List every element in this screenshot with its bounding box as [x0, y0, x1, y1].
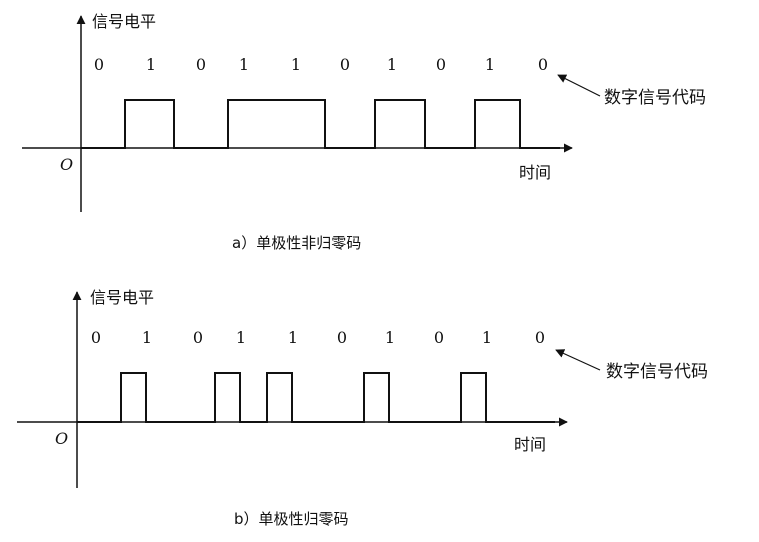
- y-axis-label: 信号电平: [90, 288, 154, 307]
- bit-label: 1: [236, 328, 246, 347]
- waveform-nrz: [81, 99, 560, 149]
- bit-label: 0: [434, 328, 444, 347]
- panel-rz: 信号电平 时间 O 0 1 0 1 1 0 1 0 1 0 数字信号代码 b）单极性归零码: [17, 288, 708, 528]
- bit-label: 1: [142, 328, 152, 347]
- origin-label: O: [60, 155, 73, 174]
- caption: a）单极性非归零码: [232, 234, 361, 252]
- bit-label: 1: [485, 55, 495, 74]
- code-label: 数字信号代码: [604, 88, 706, 108]
- bit-label: 0: [196, 55, 206, 74]
- y-axis-label: 信号电平: [92, 12, 156, 31]
- panel-nrz: 信号电平 时间 O 0 1 0 1 1 0 1 0 1 0 数字信号代码 a）单极性非归零码: [22, 12, 706, 252]
- bit-label: 1: [239, 55, 249, 74]
- bit-label: 1: [288, 328, 298, 347]
- bit-label: 0: [337, 328, 347, 347]
- bit-label: 0: [538, 55, 548, 74]
- origin-label: O: [55, 429, 68, 448]
- caption: b）单极性归零码: [234, 510, 349, 528]
- bit-label: 0: [94, 55, 104, 74]
- waveform-rz: [77, 372, 555, 423]
- bit-label: 1: [387, 55, 397, 74]
- x-axis-label: 时间: [514, 435, 546, 454]
- bit-labels: 0 1 0 1 1 0 1 0 1 0: [94, 55, 548, 74]
- bit-label: 1: [146, 55, 156, 74]
- bit-label: 0: [91, 328, 101, 347]
- bit-label: 0: [193, 328, 203, 347]
- bit-label: 1: [482, 328, 492, 347]
- bit-label: 1: [385, 328, 395, 347]
- bit-label: 0: [535, 328, 545, 347]
- x-axis-label: 时间: [519, 163, 551, 182]
- bit-label: 1: [291, 55, 301, 74]
- bit-label: 0: [340, 55, 350, 74]
- code-label: 数字信号代码: [606, 362, 708, 382]
- bit-labels: 0 1 0 1 1 0 1 0 1 0: [91, 328, 545, 347]
- bit-label: 0: [436, 55, 446, 74]
- code-label-arrow: [557, 74, 601, 97]
- code-label-arrow: [555, 349, 601, 371]
